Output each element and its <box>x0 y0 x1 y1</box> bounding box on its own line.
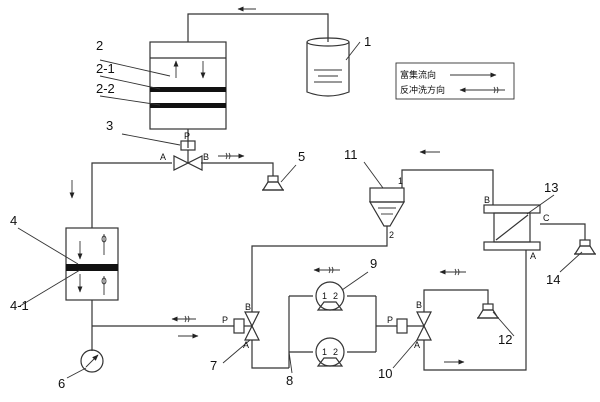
pump-lower <box>315 337 345 367</box>
enrichment-flow-arrows <box>69 6 465 365</box>
port-cyclone-1: 1 <box>398 176 403 186</box>
port-filter-a: A <box>530 251 536 261</box>
port-v10-b: B <box>416 300 422 310</box>
port-cyclone-2: 2 <box>389 230 394 240</box>
port-pump-bot-2: 2 <box>333 347 338 357</box>
port-v3-b: B <box>203 152 209 162</box>
three-way-valve-3 <box>173 140 203 171</box>
port-v10-a: A <box>414 340 420 350</box>
label-5: 5 <box>298 149 305 164</box>
outlet-device-5 <box>261 175 285 191</box>
legend-box: 富集流向 反冲洗方向 <box>395 62 515 100</box>
label-4: 4 <box>10 213 17 228</box>
enrichment-unit <box>149 41 227 130</box>
label-14: 14 <box>546 272 560 287</box>
legend-enrich-label: 富集流向 <box>400 69 436 81</box>
leader-lines <box>17 41 583 379</box>
label-12: 12 <box>498 332 512 347</box>
port-pump-top-1: 1 <box>322 291 327 301</box>
label-2: 2 <box>96 38 103 53</box>
outlet-device-14 <box>573 239 597 255</box>
pipe-network <box>91 13 586 371</box>
label-2-1: 2-1 <box>96 61 115 76</box>
label-13: 13 <box>544 180 558 195</box>
port-pump-top-2: 2 <box>333 291 338 301</box>
label-1: 1 <box>364 34 371 49</box>
label-7: 7 <box>210 358 217 373</box>
label-2-2: 2-2 <box>96 81 115 96</box>
port-filter-b: B <box>484 195 490 205</box>
label-11: 11 <box>344 147 358 162</box>
port-filter-c: C <box>543 213 550 223</box>
three-way-valve-7 <box>233 311 260 341</box>
label-9: 9 <box>370 256 377 271</box>
port-v7-p: P <box>222 315 228 325</box>
cyclone-separator <box>368 187 406 227</box>
label-8: 8 <box>286 373 293 388</box>
component-numbers: 1 2 2-1 2-2 3 5 4 4-1 6 7 8 9 10 11 12 1… <box>10 34 560 391</box>
port-v3-a: A <box>160 152 166 162</box>
collection-tank <box>306 37 350 97</box>
three-way-valve-10 <box>396 311 432 341</box>
label-3: 3 <box>106 118 113 133</box>
outlet-device-12 <box>476 303 500 319</box>
pressure-gauge <box>80 349 104 373</box>
backwash-unit <box>65 227 119 301</box>
label-4-1: 4-1 <box>10 298 29 313</box>
legend-backwash-label: 反冲洗方向 <box>400 84 445 96</box>
port-v7-a: A <box>243 340 249 350</box>
label-10: 10 <box>378 366 392 381</box>
backwash-flow-arrows <box>171 152 466 323</box>
pump-upper <box>315 281 345 311</box>
port-letters: P A B P B A P B A 1 2 B C A 1 2 1 2 <box>160 131 550 357</box>
port-v3-p: P <box>184 131 190 141</box>
port-v7-b: B <box>245 302 251 312</box>
filter-unit <box>483 204 541 251</box>
label-6: 6 <box>58 376 65 391</box>
port-pump-bot-1: 1 <box>322 347 327 357</box>
port-v10-p: P <box>387 315 393 325</box>
